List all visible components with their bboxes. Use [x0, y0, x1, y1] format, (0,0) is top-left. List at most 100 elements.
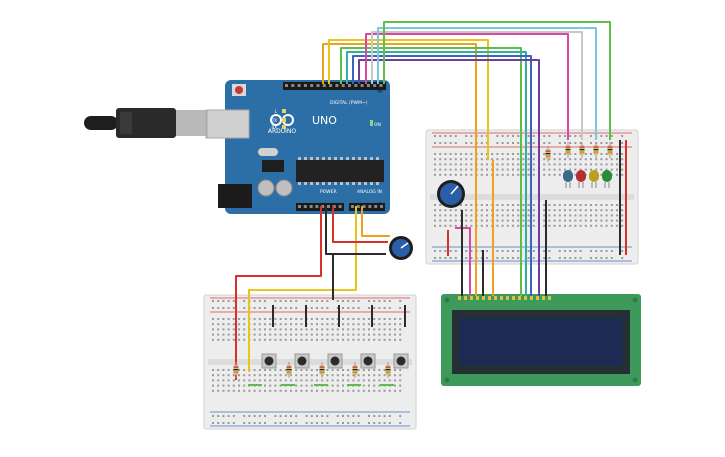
hole	[232, 374, 235, 377]
hole	[574, 163, 577, 166]
hole	[238, 374, 240, 377]
hole	[434, 142, 436, 144]
hole	[506, 163, 509, 166]
hole	[362, 374, 365, 377]
push-button[interactable]	[261, 353, 277, 369]
hole	[368, 328, 370, 331]
hole	[553, 163, 556, 166]
wire-yellow-a0	[248, 206, 357, 372]
hole	[362, 379, 365, 382]
hole	[574, 173, 577, 176]
hole	[253, 389, 256, 392]
hole	[480, 142, 483, 144]
push-button[interactable]	[327, 353, 343, 369]
hole	[532, 209, 535, 212]
hole	[527, 250, 530, 252]
hole	[527, 153, 530, 155]
wire-green-led	[383, 21, 611, 140]
hole	[444, 163, 447, 166]
hole	[532, 204, 535, 206]
hole	[399, 389, 402, 392]
hole	[243, 333, 246, 336]
hole	[512, 135, 514, 137]
hole	[506, 250, 509, 252]
hole	[394, 323, 396, 326]
hole	[486, 257, 488, 259]
hole	[222, 307, 225, 309]
wire-teal	[346, 51, 527, 296]
hole	[274, 323, 277, 326]
hole	[258, 318, 261, 320]
hole	[496, 135, 499, 137]
hole	[383, 328, 386, 331]
hole	[253, 379, 256, 382]
hole	[248, 389, 251, 392]
hole	[569, 204, 572, 206]
hole	[362, 328, 365, 331]
hole	[449, 214, 452, 217]
hole	[558, 168, 561, 171]
hole	[378, 379, 381, 382]
hole	[305, 300, 308, 302]
hole	[517, 257, 520, 259]
hole	[470, 224, 473, 227]
hole	[512, 168, 514, 171]
hole	[248, 422, 251, 424]
hole	[258, 369, 261, 371]
hole	[506, 153, 509, 155]
hole	[362, 338, 365, 341]
hole	[527, 158, 530, 161]
hole	[362, 389, 365, 392]
hole	[610, 168, 613, 171]
hole	[600, 173, 603, 176]
hole	[342, 422, 344, 424]
hole	[621, 257, 624, 259]
hole	[383, 379, 386, 382]
hole	[496, 153, 499, 155]
hole	[368, 415, 370, 417]
hole	[243, 389, 246, 392]
hole	[569, 250, 572, 252]
hole	[310, 422, 313, 424]
hole	[342, 384, 344, 387]
hole	[486, 173, 488, 176]
hole	[347, 374, 350, 377]
hole	[522, 214, 525, 217]
resistor-led	[593, 142, 599, 158]
hole	[347, 369, 350, 371]
hole	[399, 422, 402, 424]
capacitor	[257, 179, 275, 197]
hole	[532, 135, 535, 137]
potentiometer-board[interactable]	[389, 236, 413, 260]
chip-pin	[316, 182, 319, 185]
hole	[496, 224, 499, 227]
hole	[305, 328, 308, 331]
hole	[264, 300, 266, 302]
hole	[470, 173, 473, 176]
hole	[506, 142, 509, 144]
on-led	[370, 120, 373, 126]
potentiometer-breadboard[interactable]	[437, 180, 465, 208]
push-button[interactable]	[393, 353, 409, 369]
hole	[454, 219, 457, 222]
chip-pin	[298, 157, 301, 160]
push-button[interactable]	[360, 353, 376, 369]
hole	[616, 204, 618, 206]
hole	[532, 158, 535, 161]
hole	[610, 204, 613, 206]
hole	[527, 142, 530, 144]
hole	[621, 214, 624, 217]
hole	[373, 318, 376, 320]
hole	[460, 158, 462, 161]
hole	[305, 389, 308, 392]
hole	[383, 415, 386, 417]
hole	[331, 369, 334, 371]
hole	[217, 389, 220, 392]
hole	[326, 333, 329, 336]
push-button[interactable]	[294, 353, 310, 369]
hole	[378, 422, 381, 424]
hole	[352, 379, 355, 382]
wire-magenta	[365, 33, 569, 140]
reset-button[interactable]	[235, 86, 243, 94]
hole	[605, 163, 608, 166]
